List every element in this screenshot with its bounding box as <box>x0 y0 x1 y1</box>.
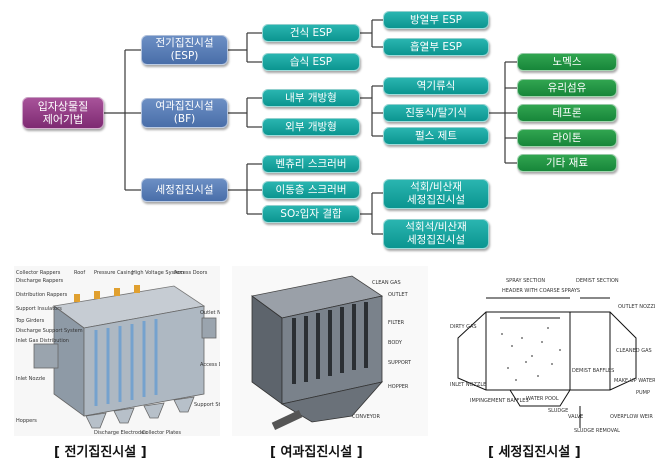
svg-text:Distribution Rappers: Distribution Rappers <box>16 292 68 298</box>
baghouse-illustration: CLEAN GAS OUTLET FILTER BODY SUPPORT HOPPER… <box>232 266 428 436</box>
wet-esp-node: 습식 ESP <box>262 53 360 71</box>
svg-text:SLUDGE REMOVAL: SLUDGE REMOVAL <box>574 428 620 434</box>
teflon-node: 테프론 <box>517 104 617 122</box>
esp-caption: [ 전기집진시설 ] <box>54 445 147 460</box>
svg-text:OUTLET: OUTLET <box>388 292 409 298</box>
svg-text:PUMP: PUMP <box>636 390 650 396</box>
limestone-flyash-node: 석회석/비산재 세정집진시설 <box>383 219 489 249</box>
reverse-air-node: 역기류식 <box>383 77 489 95</box>
svg-text:SPRAY SECTION: SPRAY SECTION <box>506 278 545 284</box>
svg-text:CLEAN GAS: CLEAN GAS <box>372 280 401 286</box>
hot-side-esp-node: 흡열부 ESP <box>383 38 489 56</box>
other-material-node: 기타 재료 <box>517 154 617 172</box>
ryton-node: 라이톤 <box>517 129 617 147</box>
svg-text:FILTER: FILTER <box>388 320 405 326</box>
svg-text:SLUDGE: SLUDGE <box>548 408 568 414</box>
scrubber-caption: [ 세정집진시설 ] <box>488 445 581 460</box>
svg-text:Roof: Roof <box>74 270 85 276</box>
svg-text:Inlet Gas Distribution: Inlet Gas Distribution <box>16 338 69 344</box>
outer-open-node: 외부 개방형 <box>262 118 360 136</box>
bf-node: 여과집진시설 (BF) <box>141 98 228 128</box>
fiberglass-node: 유리섬유 <box>517 79 617 97</box>
so2-prefix: SO <box>280 207 296 220</box>
svg-text:OVERFLOW WEIR BOX: OVERFLOW WEIR BOX <box>610 414 655 420</box>
moving-bed-scrubber-node: 이동층 스크러버 <box>262 181 360 199</box>
scrubber-node: 세정집진시설 <box>141 178 228 202</box>
pulse-jet-node: 펄스 제트 <box>383 127 489 145</box>
svg-text:OUTLET NOZZLE: OUTLET NOZZLE <box>618 304 655 310</box>
dry-esp-node: 건식 ESP <box>262 24 360 42</box>
svg-text:Inlet Nozzle: Inlet Nozzle <box>16 376 45 382</box>
svg-text:Discharge Rappers: Discharge Rappers <box>16 278 64 284</box>
so2-suffix: 입자 결합 <box>299 207 342 220</box>
cold-side-esp-node: 방열부 ESP <box>383 11 489 29</box>
svg-text:Outlet Nozzle: Outlet Nozzle <box>200 310 220 316</box>
svg-text:HEADER WITH COARSE SPRAYS: HEADER WITH COARSE SPRAYS <box>502 288 580 294</box>
svg-text:Discharge Electrodes: Discharge Electrodes <box>94 430 147 436</box>
svg-text:Access Doors: Access Doors <box>174 270 208 276</box>
svg-text:High Voltage System: High Voltage System <box>132 270 184 276</box>
svg-text:CONVEYOR: CONVEYOR <box>352 414 380 420</box>
svg-text:BODY: BODY <box>388 340 403 346</box>
svg-text:WATER POOL: WATER POOL <box>526 396 559 402</box>
lime-flyash-node: 석회/비산재 세정집진시설 <box>383 179 489 209</box>
inner-open-node: 내부 개방형 <box>262 89 360 107</box>
svg-text:Hoppers: Hoppers <box>16 418 37 424</box>
svg-text:SUPPORT: SUPPORT <box>388 360 412 366</box>
svg-text:Access Doors: Access Doors <box>200 362 220 368</box>
root-node: 입자상물질 제어기법 <box>22 97 104 129</box>
tree-connectors <box>104 19 517 235</box>
svg-text:DIRTY GAS: DIRTY GAS <box>450 324 477 330</box>
svg-text:Collector Plates: Collector Plates <box>142 430 181 436</box>
scrubber-illustration: SPRAY SECTION DEMIST SECTION HEADER WITH … <box>450 268 663 436</box>
venturi-scrubber-node: 벤츄리 스크러버 <box>262 155 360 173</box>
svg-text:Top Girders: Top Girders <box>15 318 45 324</box>
svg-text:Discharge Support System: Discharge Support System <box>16 328 83 334</box>
svg-text:VALVE: VALVE <box>568 414 583 420</box>
svg-text:Collector Rappers: Collector Rappers <box>16 270 61 276</box>
svg-text:DEMIST SECTION: DEMIST SECTION <box>576 278 619 284</box>
esp-node: 전기집진시설 (ESP) <box>141 35 228 65</box>
svg-text:IMPINGEMENT BAFFLES: IMPINGEMENT BAFFLES <box>470 398 529 404</box>
svg-text:HOPPER: HOPPER <box>388 384 409 390</box>
svg-text:CLEANED GAS: CLEANED GAS <box>616 348 652 354</box>
bf-caption: [ 여과집진시설 ] <box>270 445 363 460</box>
svg-text:INLET NOZZLE: INLET NOZZLE <box>450 382 486 388</box>
svg-text:DEMIST BAFFLES: DEMIST BAFFLES <box>572 368 614 374</box>
nomex-node: 노멕스 <box>517 53 617 71</box>
shaker-node: 진동식/탈기식 <box>383 104 489 122</box>
svg-text:Pressure Casing: Pressure Casing <box>94 270 134 276</box>
svg-text:MAKE-UP WATER: MAKE-UP WATER <box>614 378 655 384</box>
svg-text:Support Insulators: Support Insulators <box>16 306 62 312</box>
svg-text:Support Steel: Support Steel <box>194 402 220 408</box>
